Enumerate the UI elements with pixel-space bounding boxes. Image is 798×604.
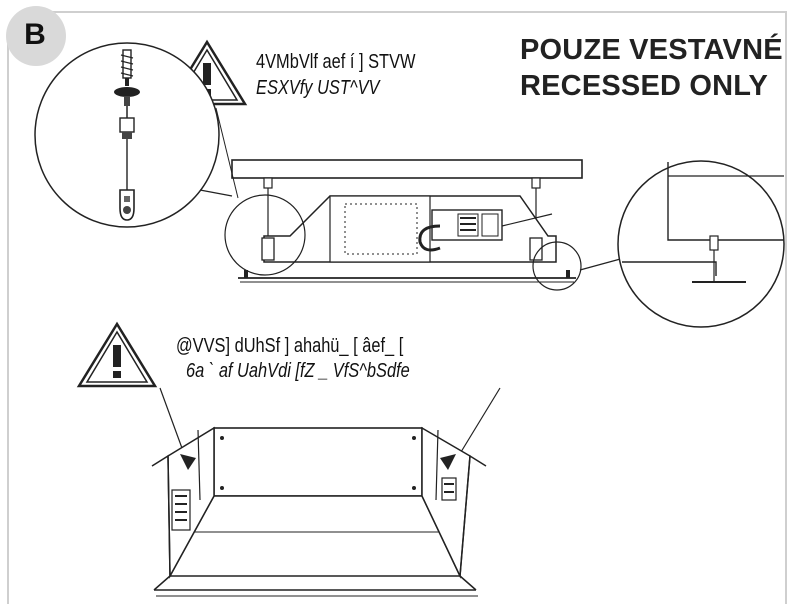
detail-marker-left (224, 194, 306, 276)
warning-text-top-line-1: 4VMbVlf aef í ] STVW (256, 51, 416, 73)
detail-marker-right (532, 241, 582, 291)
detail-circle-suspension (34, 42, 220, 228)
warning-text-top-line-2: ESXVfy UST^VV (256, 77, 380, 99)
detail-circle-ceiling-edge (617, 160, 785, 328)
warning-text-bottom-line-1: @VVS] dUhSf ] ahahü_ [ âef_ [ (176, 335, 404, 357)
heading-line-2: RECESSED ONLY (520, 70, 769, 102)
page-border (38, 11, 787, 604)
ceiling-section-view (231, 159, 583, 283)
section-badge: B (6, 6, 66, 66)
warning-text-bottom-line-2: 6a ` af UahVdi [fZ _ VfS^bSdfe (186, 360, 410, 382)
recessed-only-heading: POUZE VESTAVNÉ RECESSED ONLY (520, 32, 783, 104)
warning-triangle-icon-bottom (76, 321, 158, 388)
recessed-housing-perspective (151, 426, 487, 597)
section-label: B (24, 18, 46, 51)
heading-line-1: POUZE VESTAVNÉ (520, 34, 783, 66)
